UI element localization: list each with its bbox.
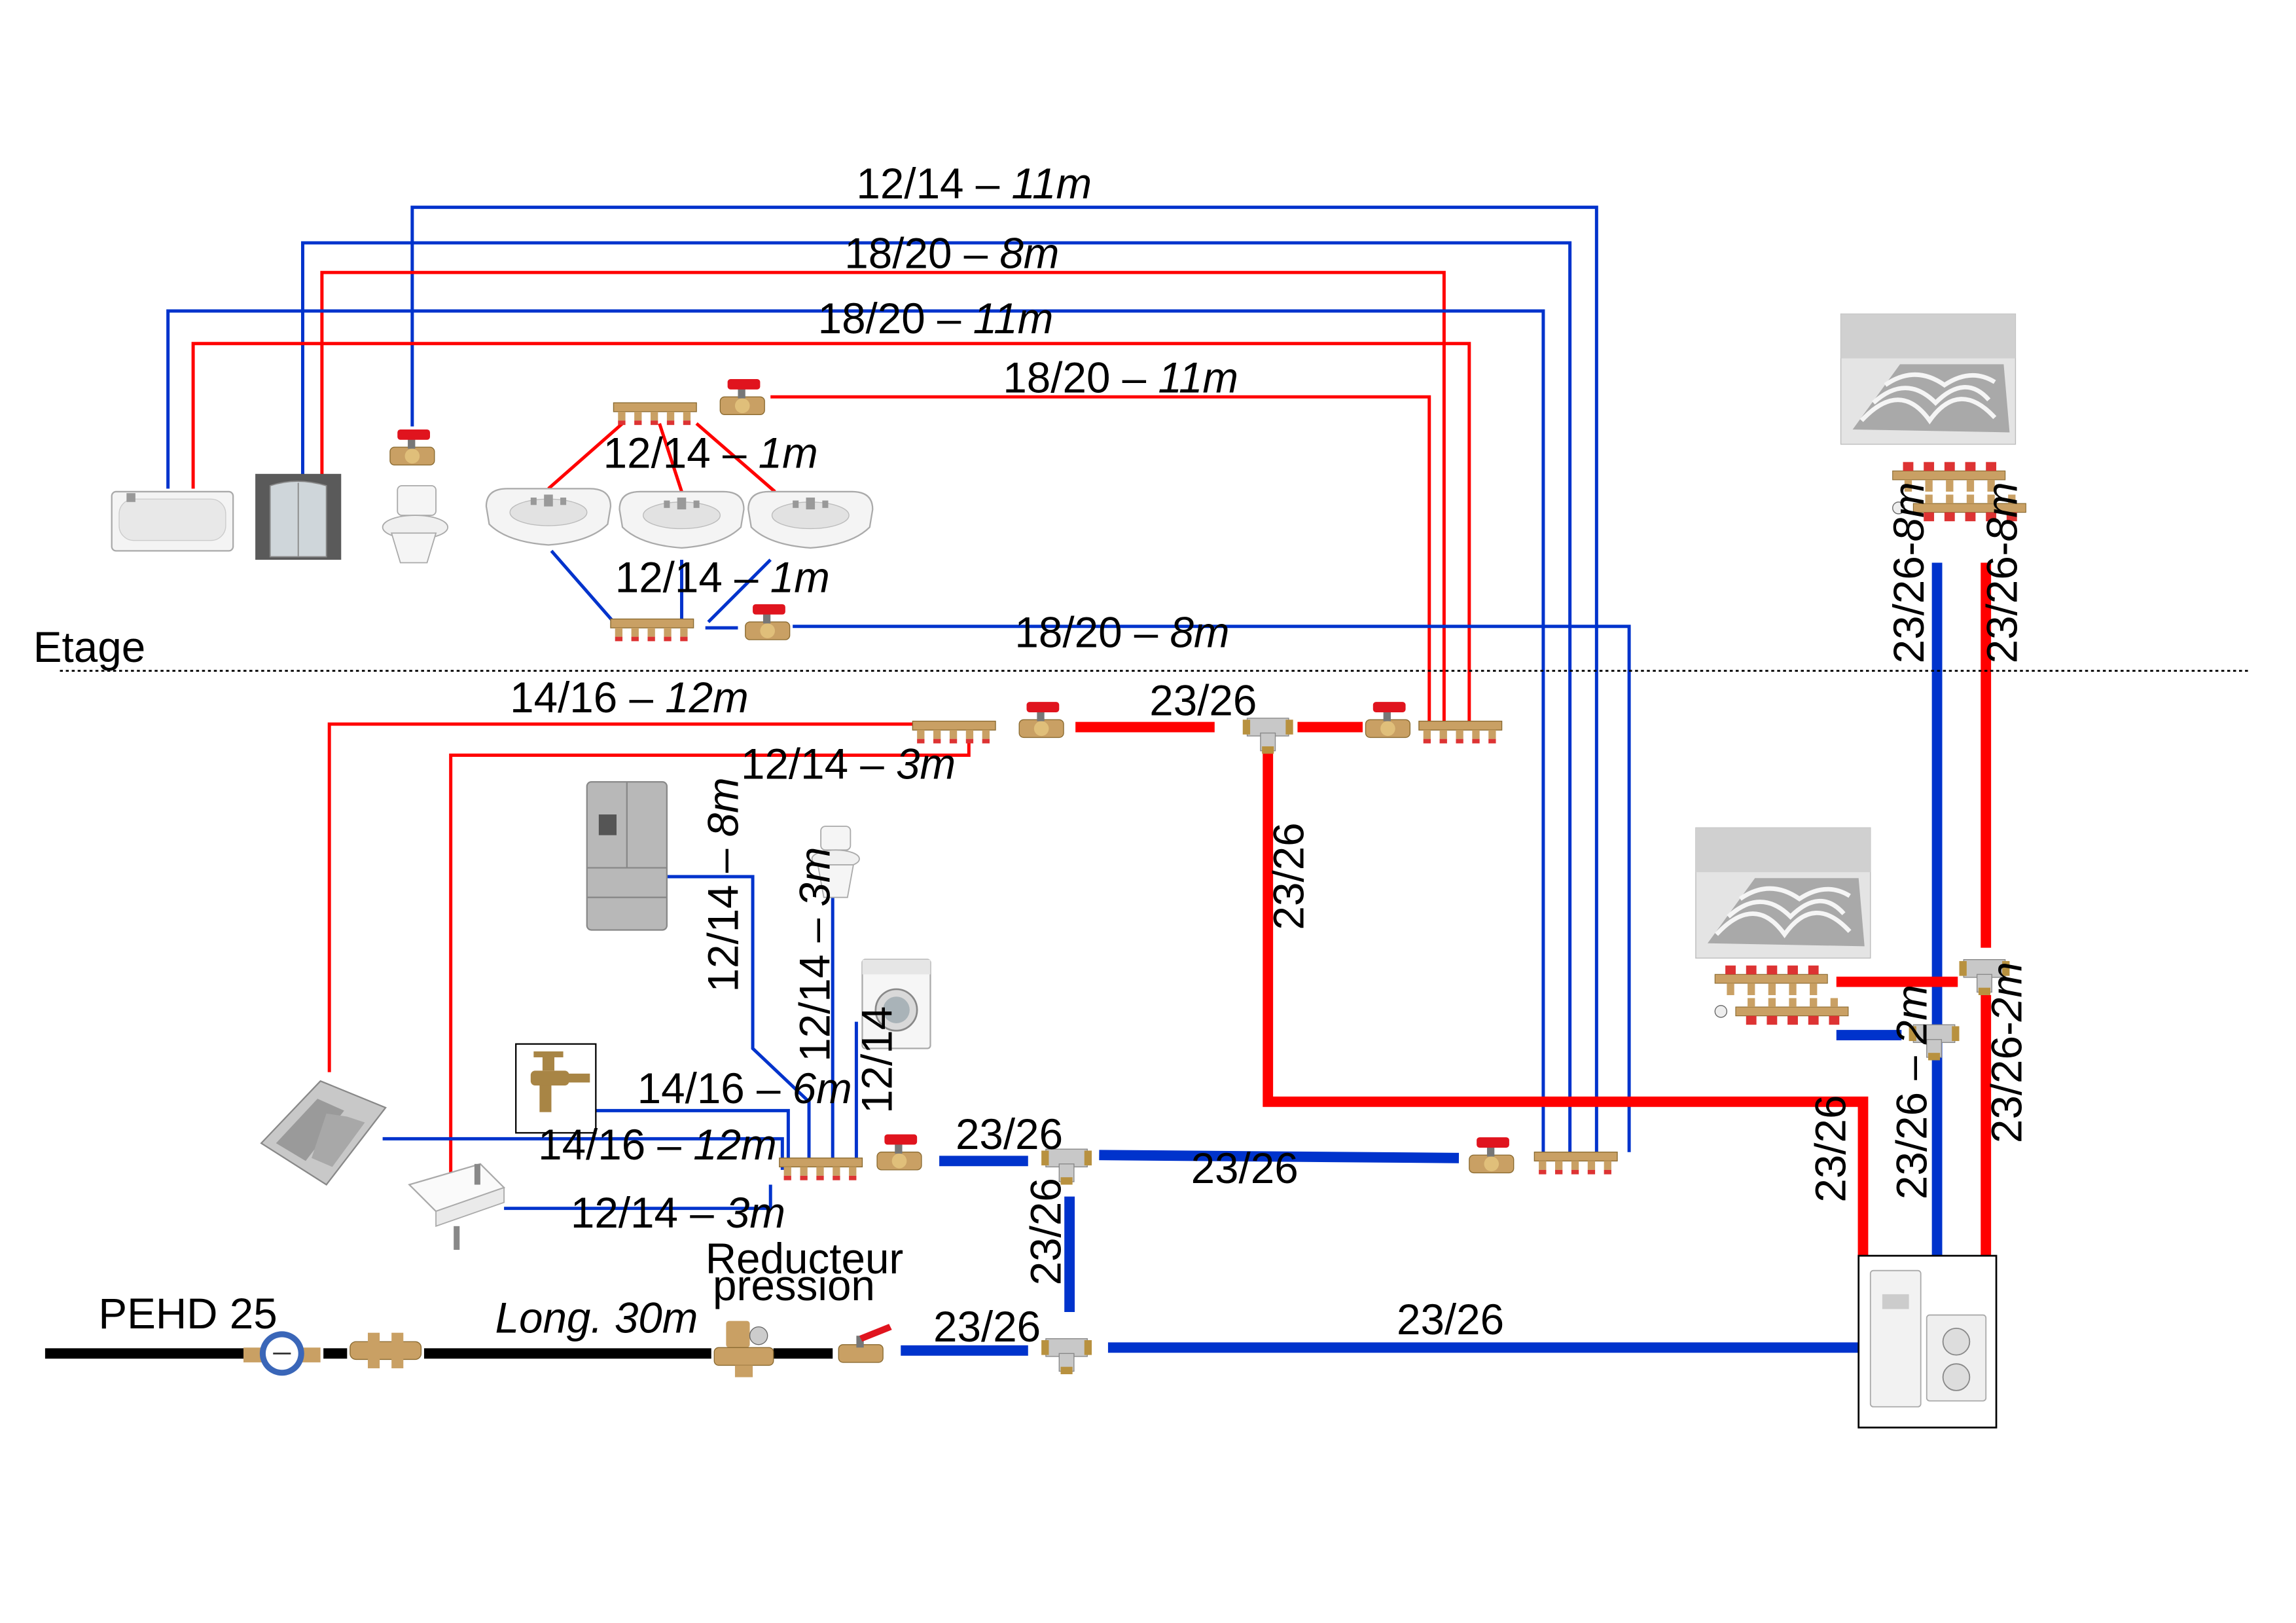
cold-branch-basin-3 [707, 558, 772, 623]
washbasin-3-icon [747, 490, 874, 549]
label-12-14-1m-hot: 12/14 – 1m [603, 429, 818, 477]
kitchen-sink-icon [260, 1080, 387, 1186]
label-14-16-12m-hot: 14/16 – 12m [510, 674, 749, 721]
cold-manifold-upstairs-icon [1534, 1151, 1619, 1175]
heating-manifold-ground-icon [1714, 964, 1849, 1026]
label-14-16-6m: 14/16 – 6m [637, 1065, 852, 1112]
hot-branch-basin-1 [547, 422, 624, 490]
label-12-14-3m-vertical: 12/14 – 3m [791, 847, 839, 1062]
hot-pipe-basin-manifold [770, 395, 1431, 723]
check-valve-icon [350, 1332, 422, 1368]
label-18-20-11m-basins: 18/20 – 11m [1003, 354, 1238, 401]
cold-pipe-bathtub [166, 309, 1545, 1152]
ball-valve-toilet-icon [389, 428, 435, 466]
ball-valve-hot-basins-icon [719, 378, 766, 416]
cold-pipe-fridge [664, 875, 811, 1158]
ball-valve-cold-upstairs-icon [1468, 1136, 1515, 1174]
hot-manifold-upstairs-icon [1418, 720, 1503, 744]
label-23-26-hot-heatpump: 23/26 [1806, 1095, 1854, 1203]
label-18-20-11m: 18/20 – 11m [818, 295, 1054, 342]
label-23-26-8m-hot: 23/26-8m [1979, 482, 2026, 663]
hot-branch-basin-3 [695, 422, 776, 493]
underfloor-heating-ground-icon [1696, 828, 1871, 958]
ball-valve-hot-upstairs-icon [1365, 701, 1411, 739]
label-12-14-1m-cold: 12/14 – 1m [615, 554, 830, 602]
cold-manifold-ground-icon [778, 1157, 863, 1181]
heat-pump-icon [1857, 1254, 1998, 1429]
label-12-14-washing: 12/14 [853, 1006, 901, 1114]
ball-valve-supply-icon [838, 1324, 892, 1363]
labels: Etage 12/14 – 11m 18/20 – 8m 18/20 – 11m… [33, 160, 2031, 1351]
hot-pipe-kitchen-sink [327, 722, 919, 1072]
label-23-26-supply: 23/26 [933, 1303, 1041, 1351]
label-23-26-cold-a: 23/26 [956, 1110, 1063, 1158]
label-12-14-11m: 12/14 – 11m [856, 160, 1092, 208]
label-23-26-main: 23/26 [1397, 1296, 1504, 1343]
fridge-icon [586, 781, 668, 931]
label-23-26-2m-cold: 23/26 – 2m [1888, 985, 1936, 1199]
hot-manifold-basins-icon [613, 402, 698, 426]
cold-manifold-basins-icon [609, 618, 694, 642]
label-18-20-8m-cold: 18/20 – 8m [1014, 608, 1229, 656]
label-reducteur: Reducteur [706, 1235, 904, 1283]
components [111, 314, 2027, 1429]
washbasin-2-icon [619, 490, 745, 549]
hot-main-23-26-to-heatpump [1263, 748, 1869, 1259]
label-pehd-25: PEHD 25 [98, 1290, 277, 1338]
hot-branch-basin-2 [658, 423, 683, 492]
hot-pipe-shower [320, 270, 1446, 723]
handbasin-icon [408, 1163, 506, 1250]
label-pression: pression [713, 1262, 875, 1309]
label-23-26-cold-b: 23/26 [1191, 1144, 1299, 1192]
cold-main-23-26-b [1099, 1150, 1460, 1163]
underfloor-heating-upstairs-icon [1841, 314, 2016, 445]
label-14-16-12m: 14/16 – 12m [538, 1121, 777, 1169]
cold-pipe-basin-manifold [793, 625, 1631, 1152]
water-meter-icon [243, 1331, 321, 1376]
cold-pipe-toilet-upstairs [410, 206, 1598, 1152]
bathtub-icon [111, 490, 234, 552]
label-23-26-2m-hot: 23/26-2m [1982, 962, 2030, 1143]
cold-branch-basin-1 [550, 549, 615, 623]
washing-machine-icon [861, 958, 931, 1049]
etage-label: Etage [33, 623, 145, 671]
cold-pipe-handbasin [504, 1184, 772, 1211]
label-18-20-8m: 18/20 – 8m [844, 229, 1059, 277]
label-23-26-hot-vertical: 23/26 [1265, 822, 1312, 930]
label-23-26-8m-cold: 23/26-8m [1885, 482, 1933, 663]
washbasin-1-icon [485, 488, 612, 546]
label-23-26-cold-vertical: 23/26 [1022, 1178, 1070, 1285]
label-23-26-hot-top: 23/26 [1149, 676, 1257, 724]
label-12-14-8m: 12/14 – 8m [699, 777, 747, 992]
cold-pipe-outdoor-tap [592, 1108, 790, 1158]
ball-valve-cold-basins-icon [744, 603, 791, 641]
ball-valve-hot-ground-icon [1018, 701, 1065, 739]
toilet-ground-icon [811, 826, 860, 898]
label-long-30m: Long. 30m [495, 1294, 698, 1342]
label-12-14-3m-hot: 12/14 – 3m [741, 740, 956, 788]
pipes [45, 206, 2248, 1359]
outdoor-tap-icon [515, 1043, 597, 1134]
hot-pipe-bathtub [191, 342, 1471, 723]
shower-icon [255, 473, 342, 560]
hot-pipe-handbasin [449, 740, 971, 1185]
label-12-14-3m: 12/14 – 3m [571, 1189, 785, 1237]
ball-valve-cold-ground-icon [876, 1133, 923, 1171]
toilet-upstairs-icon [382, 484, 449, 564]
cold-pipe-shower [300, 241, 1572, 1152]
tee-fitting-supply-icon [1041, 1338, 1093, 1376]
pressure-reducer-icon [713, 1321, 774, 1377]
